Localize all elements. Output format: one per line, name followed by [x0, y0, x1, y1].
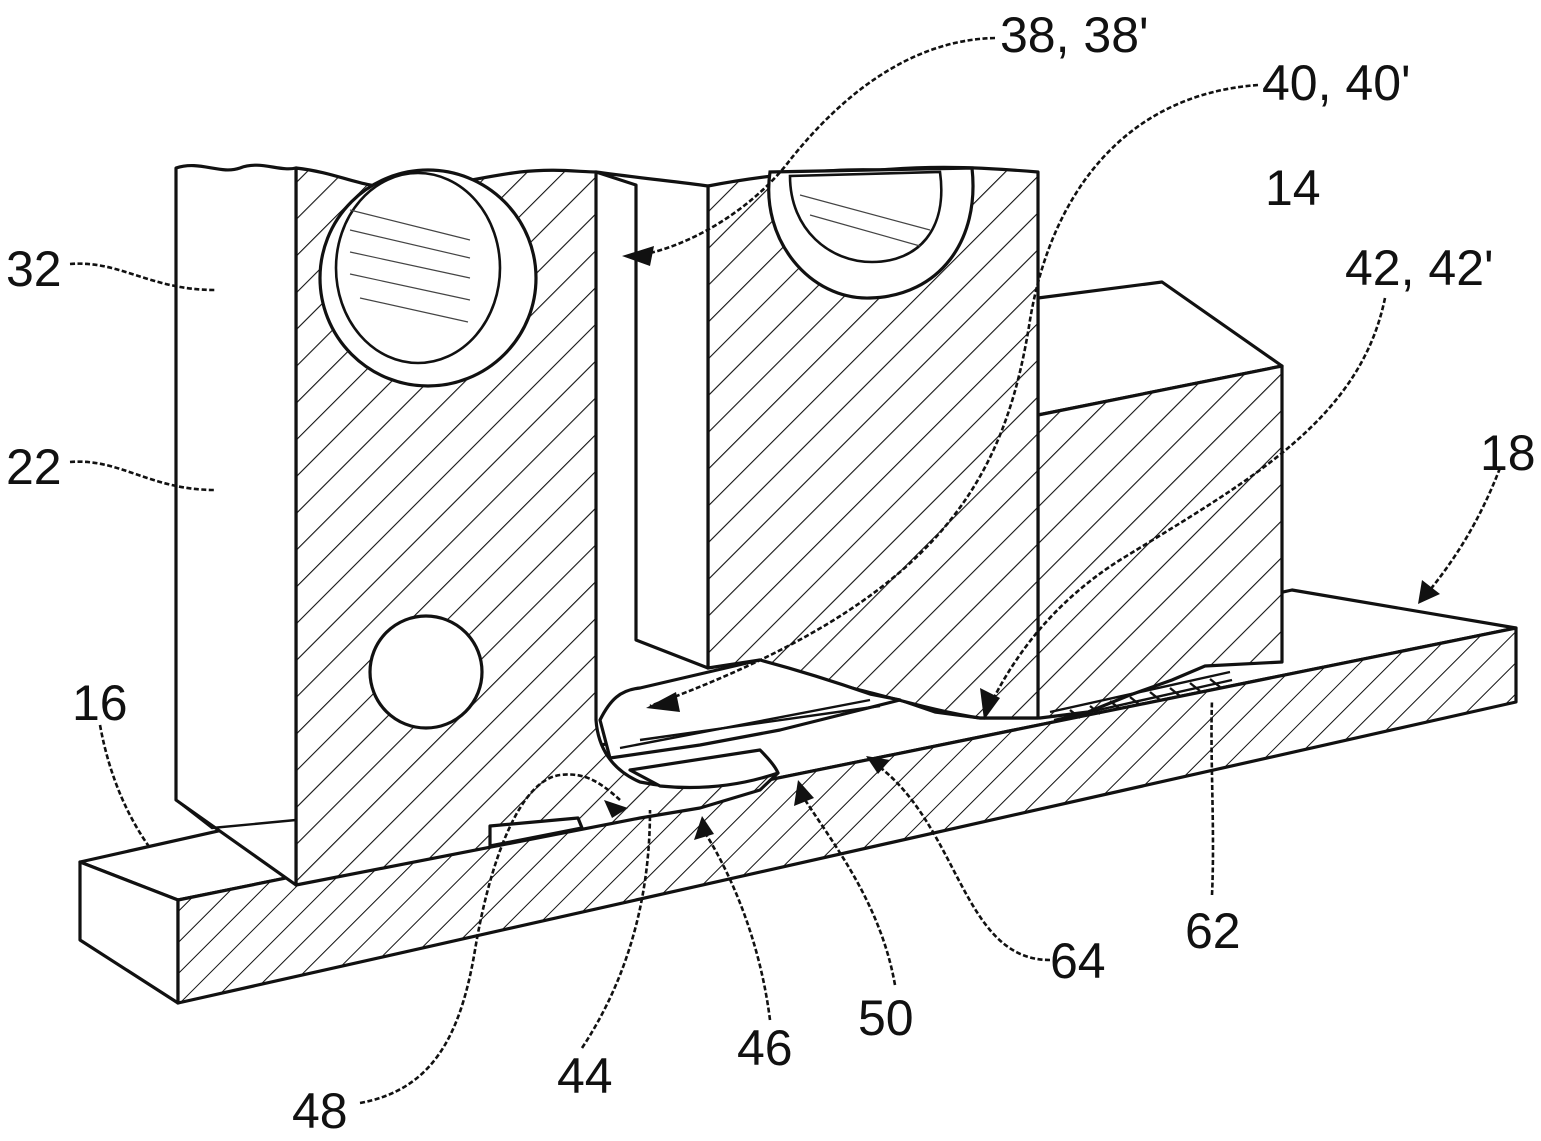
slot-38-wall — [596, 172, 708, 668]
label-38: 38, 38' — [1000, 7, 1149, 63]
leader-62 — [1212, 700, 1213, 895]
bore-lower — [370, 616, 482, 728]
label-50: 50 — [858, 990, 914, 1046]
label-42: 42, 42' — [1345, 240, 1494, 296]
label-14: 14 — [1265, 160, 1321, 216]
bore-upper-left — [320, 170, 536, 386]
label-22: 22 — [6, 439, 62, 495]
label-46: 46 — [737, 1020, 793, 1076]
bore-lower-ring — [370, 616, 482, 728]
label-48: 48 — [292, 1083, 348, 1139]
leader-18 — [1425, 468, 1500, 596]
label-62: 62 — [1185, 903, 1241, 959]
label-64: 64 — [1050, 933, 1106, 989]
label-44: 44 — [557, 1048, 613, 1104]
label-32: 32 — [6, 241, 62, 297]
left-front-wall — [176, 165, 296, 885]
arrow-18 — [1418, 580, 1440, 604]
label-18: 18 — [1480, 425, 1536, 481]
label-40: 40, 40' — [1262, 55, 1411, 111]
label-16: 16 — [72, 675, 128, 731]
leader-16 — [100, 725, 150, 848]
bore-upper-left-inner — [336, 173, 500, 363]
